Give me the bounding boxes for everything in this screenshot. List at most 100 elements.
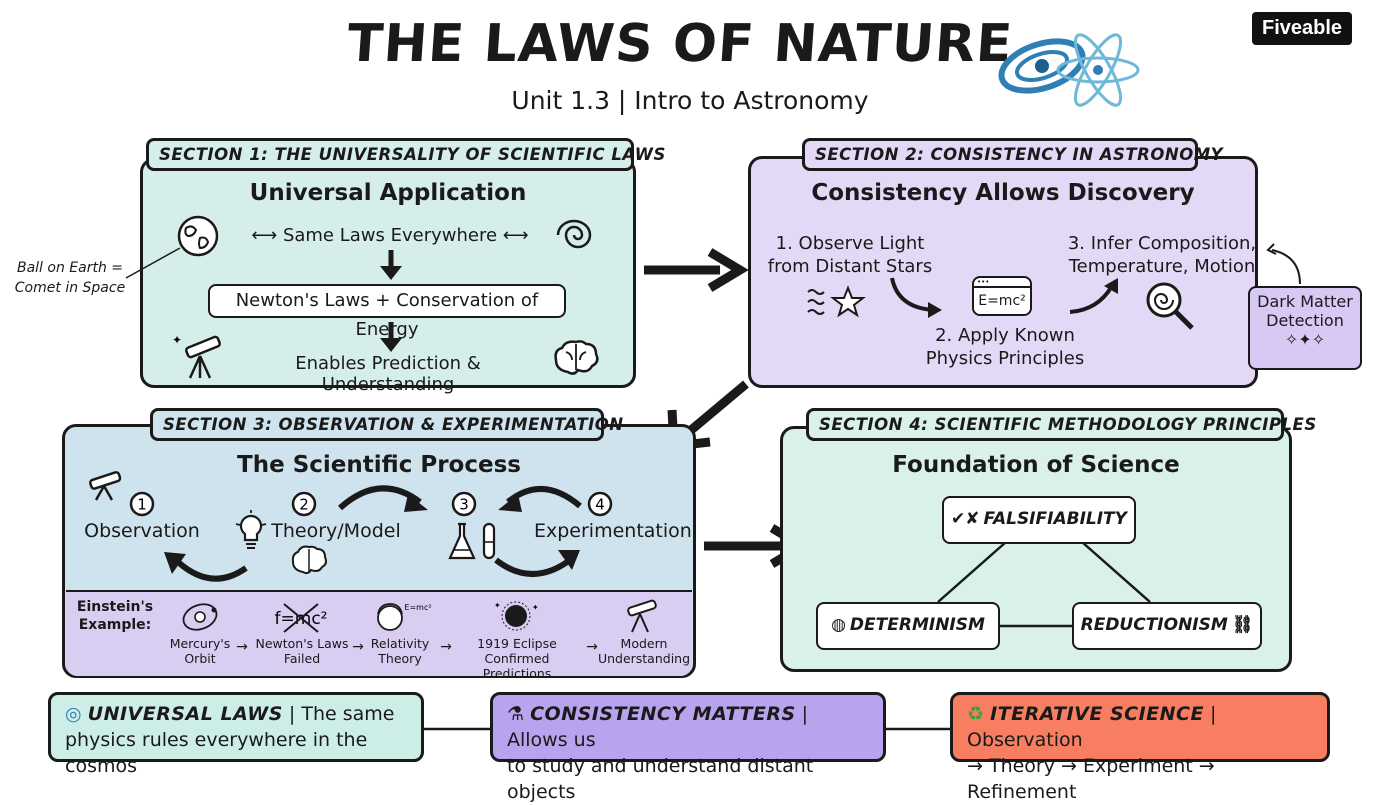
example-mercury: Mercury's Orbit [162,636,238,666]
crossed-formula-icon: f=mc² [275,603,327,633]
galaxy-icon: ◎ [65,703,82,725]
svg-text:✦: ✦ [532,603,539,612]
universal-text1: | The same [282,703,395,725]
galaxy-icon [556,219,592,249]
step2-line2: Physics Principles [925,348,1085,369]
curved-arrow-icon [1069,278,1118,314]
determinism-label: DETERMINISM [849,615,985,635]
side-note-connector [125,247,181,279]
iterative-title: ITERATIVE SCIENCE [990,703,1204,725]
same-laws-label: Same Laws Everywhere [282,225,498,246]
example-newton-line2: Failed [283,651,321,666]
example-modern-line1: Modern [620,636,668,651]
example-modern-line2: Understanding [597,651,691,666]
section3-tag: SECTION 3: OBSERVATION & EXPERIMENTATION [150,408,623,441]
formula-text: E=mc² [978,293,1026,309]
checkmark-x-icon: ✔✘ [951,509,980,529]
step-experimentation: Experimentation [534,520,692,542]
step-observation: Observation [84,520,200,542]
triangle-connectors [937,541,1151,628]
arrow-text: → [440,639,452,655]
step3-line1: 3. Infer Composition, [1067,233,1257,254]
reductionism-box: REDUCTIONISM⛓ [1072,602,1262,650]
section1-tag: SECTION 1: THE UNIVERSALITY OF SCIENTIFI… [146,138,665,171]
section3-heading: The Scientific Process [237,452,521,478]
brand-logo: Fiveable [1252,12,1353,45]
telescope-icon [89,471,122,501]
dark-matter-box: Dark Matter Detection ✧✦✧ [1248,286,1362,370]
consistency-text2: to study and understand distant objects [507,755,814,803]
section4-heading: Foundation of Science [892,452,1180,478]
microscope-icon: ⚗ [507,703,525,725]
earth-icon [177,215,219,257]
down-arrow-icon [380,322,402,352]
iterative-text2: → Theory → Experiment → Refinement [967,755,1215,803]
falsifiability-box: ✔✘FALSIFIABILITY [942,496,1136,544]
footer-consistency: ⚗ CONSISTENCY MATTERS | Allows us to stu… [490,692,886,803]
side-note: Ball on Earth = Comet in Space [2,258,138,298]
same-laws-everywhere: ⟷ Same Laws Everywhere ⟷ [251,225,529,246]
arrow-text: → [352,639,364,655]
reductionism-label: REDUCTIONISM [1080,615,1228,635]
section4-tag: SECTION 4: SCIENTIFIC METHODOLOGY PRINCI… [806,408,1316,441]
flask-icon [448,522,496,560]
small-formula-text: E=mc² [404,603,431,612]
example-mercury-line1: Mercury's [169,636,231,651]
universal-title: UNIVERSAL LAWS [87,703,283,725]
example-eclipse: 1919 Eclipse Confirmed Predictions [450,636,584,681]
arrow-text: → [586,639,598,655]
example-newton: Newton's Laws Failed [252,636,352,666]
curved-arrow-icon [164,552,248,582]
section2-heading: Consistency Allows Discovery [811,180,1195,206]
step3-num: 3 [459,496,469,514]
step2-badge: 2 [291,491,317,517]
svg-text:✦: ✦ [494,601,501,610]
newtons-laws-box: Newton's Laws + Conservation of Energy [208,284,566,340]
step2-line1: 2. Apply Known [935,325,1075,346]
right-arrow-icon [644,248,749,292]
example-eclipse-line2: Confirmed Predictions [482,651,552,681]
einstein-icon: E=mc² [377,603,432,631]
dark-matter-line2: Detection [1266,311,1344,330]
consistency-title: CONSISTENCY MATTERS [530,703,796,725]
example-eclipse-line1: 1919 Eclipse [477,636,557,651]
curved-arrow-icon [890,277,942,318]
curved-arrow-icon [337,485,428,512]
down-arrow-icon [380,250,402,280]
determinism-box: ◍DETERMINISM [816,602,1000,650]
example-relativity-line2: Theory [378,651,422,666]
page-title: THE LAWS OF NATURE [345,14,1015,74]
einstein-example-strip [66,590,692,676]
page-subtitle: Unit 1.3 | Intro to Astronomy [511,86,869,115]
step4-badge: 4 [587,491,613,517]
curved-arrow-icon [494,550,580,577]
lightbulb-icon [235,510,267,549]
step3-badge: 3 [451,491,477,517]
step1-line2: from Distant Stars [767,256,933,277]
side-note-line1: Ball on Earth = [16,260,124,276]
einstein-label: Einstein's Example: [70,598,160,634]
step-theory: Theory/Model [271,520,401,542]
step2-apply: 2. Apply Known Physics Principles [910,324,1100,370]
step3-line2: Temperature, Motion [1068,256,1256,277]
orbit-icon [182,603,218,631]
step1-badge: 1 [129,491,155,517]
section1-heading: Universal Application [249,180,527,206]
step1-observe: 1. Observe Light from Distant Stars [760,232,940,278]
step2-num: 2 [299,496,309,514]
side-note-line2: Comet in Space [14,280,126,296]
galaxy-atom-icon [998,33,1140,107]
step4-num: 4 [595,496,605,514]
example-relativity: Relativity Theory [362,636,438,666]
dark-matter-line1: Dark Matter [1257,292,1353,311]
eclipse-icon: ✦ ✦ [494,601,539,631]
einstein-label-line1: Einstein's [76,599,154,615]
footer-iterative: ♻ ITERATIVE SCIENCE | Observation → Theo… [950,692,1330,803]
step3-infer: 3. Infer Composition, Temperature, Motio… [1064,232,1260,278]
example-relativity-line1: Relativity [370,636,430,651]
brain-icon [291,545,327,575]
example-modern: Modern Understanding [596,636,692,666]
sparkle-icon: ✧✦✧ [1284,330,1326,349]
formula-window: ••• E=mc² [972,276,1032,316]
crystal-ball-icon: ◍ [831,615,846,635]
